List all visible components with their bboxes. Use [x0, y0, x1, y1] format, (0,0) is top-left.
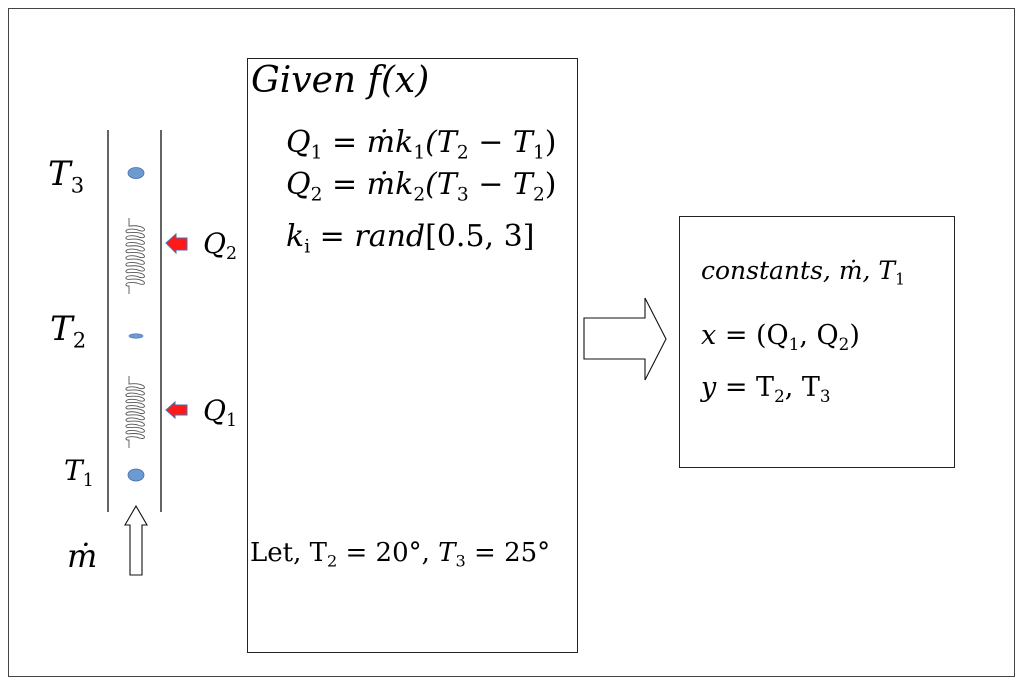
node-t2 — [128, 333, 144, 339]
equation-q1: Q1 = ṁk1(T2 − T1) — [286, 125, 557, 164]
equation-k: ki = rand[0.5, 3] — [286, 219, 535, 258]
node-t3 — [127, 167, 145, 179]
label-q2: Q2 — [203, 227, 238, 265]
label-mass-flow: ṁ — [67, 537, 98, 575]
given-box — [247, 58, 578, 653]
node-t1 — [127, 468, 145, 482]
heater-coil-2 — [125, 218, 145, 294]
coil1-spiral — [125, 376, 145, 448]
output-arrow — [583, 297, 667, 381]
heat-arrow-q1 — [165, 400, 188, 420]
label-t2: T2 — [50, 309, 87, 353]
equation-q2: Q2 = ṁk2(T3 − T2) — [286, 167, 557, 206]
heater-coil-1 — [125, 376, 145, 448]
label-t3: T3 — [48, 154, 85, 198]
label-q1: Q1 — [203, 394, 238, 432]
let-statement: Let, T2 = 20°, T3 = 25° — [250, 538, 551, 571]
coil2-spiral — [125, 218, 145, 294]
result-x: x = (Q1, Q2) — [701, 320, 860, 354]
outer-frame — [8, 8, 1015, 677]
label-t1: T1 — [64, 454, 94, 492]
result-constants: constants, ṁ, T1 — [701, 256, 905, 289]
result-y: y = T2, T3 — [701, 372, 831, 406]
given-title: Given f(x) — [251, 60, 430, 101]
result-box — [679, 216, 955, 468]
flow-arrow — [124, 504, 148, 576]
heat-arrow-q2 — [165, 232, 188, 255]
